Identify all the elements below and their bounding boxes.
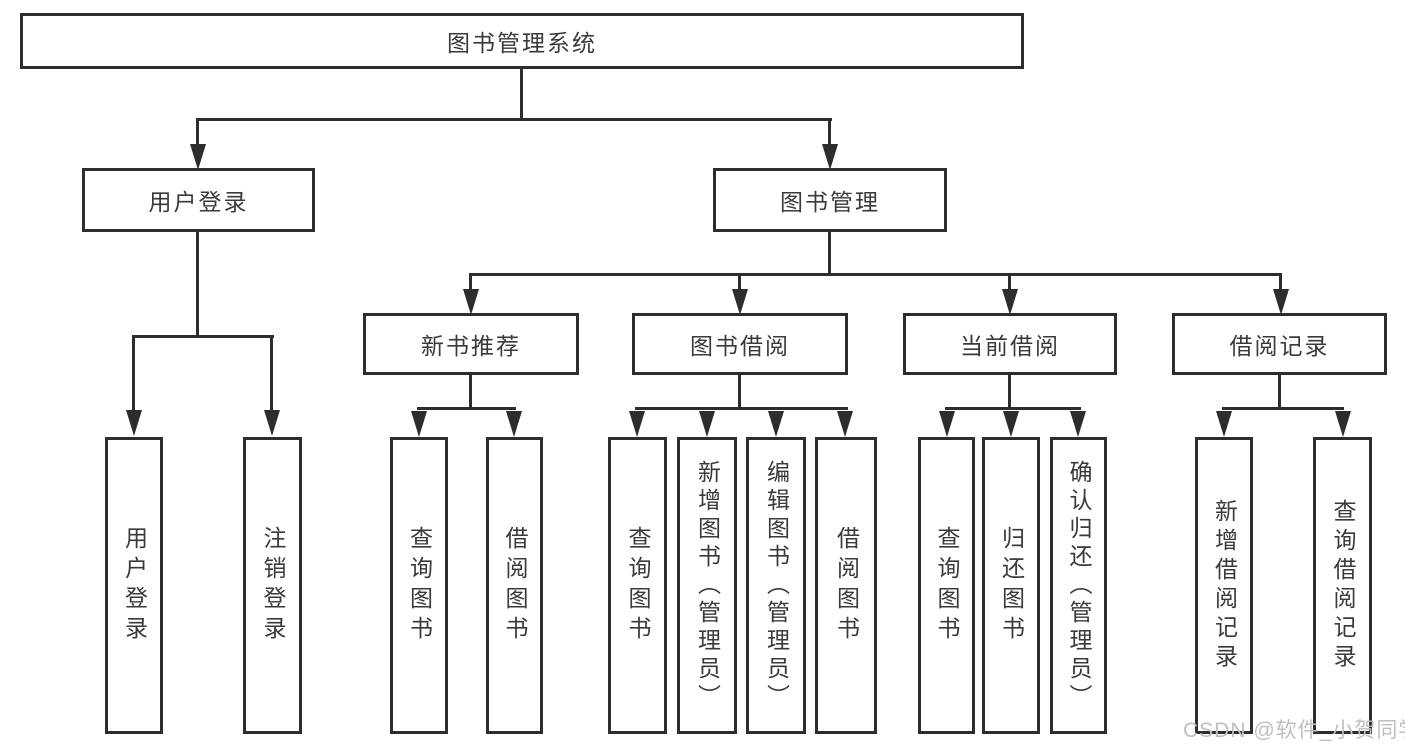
leaf-query-books: 查询图书 [608, 437, 667, 734]
leaf-query-books: 查询图书 [390, 437, 448, 734]
arrowhead-down-icon [822, 144, 838, 170]
connector-book-borrow-bus [635, 407, 848, 410]
arrowhead-down-icon [411, 411, 427, 437]
connector-user-login-stem [196, 232, 199, 335]
connector-drop-leaf [270, 335, 273, 410]
arrowhead-down-icon [629, 411, 645, 437]
leaf-add-borrow-record: 新增借阅记录 [1195, 437, 1253, 734]
arrowhead-down-icon [837, 411, 853, 437]
arrowhead-down-icon [1003, 411, 1019, 437]
node-borrow-record: 借阅记录 [1172, 313, 1387, 375]
arrowhead-down-icon [1273, 289, 1289, 315]
node-root: 图书管理系统 [20, 13, 1024, 69]
connector-user-login-bus [133, 335, 274, 338]
leaf-confirm-return-admin: 确认归还（管理员） [1050, 437, 1107, 734]
csdn-watermark: CSDN @软件_小贺同学 [1183, 719, 1405, 742]
connector-drop-new-book [469, 273, 472, 291]
arrowhead-down-icon [1002, 289, 1018, 315]
arrowhead-down-icon [1216, 411, 1232, 437]
connector-new-book-bus [417, 407, 516, 410]
leaf-return-books: 归还图书 [982, 437, 1040, 734]
leaf-borrow-books: 借阅图书 [815, 437, 877, 734]
arrowhead-down-icon [732, 289, 748, 315]
node-user-login: 用户登录 [82, 168, 315, 232]
leaf-user-login: 用户登录 [105, 437, 163, 734]
arrowhead-down-icon [264, 410, 280, 436]
leaf-edit-books-admin: 编辑图书（管理员） [746, 437, 806, 734]
connector-book-mgmt-stem [828, 232, 831, 273]
node-new-book-rec: 新书推荐 [363, 313, 579, 375]
connector-book-borrow-stem [738, 375, 741, 407]
node-book-borrow: 图书借阅 [632, 313, 848, 375]
leaf-logout: 注销登录 [243, 437, 302, 734]
arrowhead-down-icon [506, 411, 522, 437]
connector-drop-borrow-record [1279, 273, 1282, 291]
connector-root-stem [520, 69, 523, 118]
connector-level1-bus [196, 118, 832, 121]
connector-borrow-record-stem [1278, 375, 1281, 407]
arrowhead-down-icon [463, 289, 479, 315]
arrowhead-down-icon [768, 411, 784, 437]
connector-current-borrow-stem [1008, 375, 1011, 407]
leaf-query-borrow-record: 查询借阅记录 [1313, 437, 1372, 734]
connector-drop-book-borrow [738, 273, 741, 291]
connector-drop-user-login [196, 118, 199, 146]
connector-drop-current-borrow [1008, 273, 1011, 291]
arrowhead-down-icon [939, 411, 955, 437]
connector-level2-bus [469, 273, 1282, 276]
connector-drop-leaf [132, 335, 135, 410]
arrowhead-down-icon [1335, 411, 1351, 437]
connector-drop-book-mgmt [828, 118, 831, 146]
arrowhead-down-icon [190, 144, 206, 170]
leaf-borrow-books: 借阅图书 [486, 437, 543, 734]
leaf-add-books-admin: 新增图书（管理员） [677, 437, 737, 734]
connector-new-book-stem [469, 375, 472, 407]
arrowhead-down-icon [1070, 411, 1086, 437]
connector-borrow-record-bus [1222, 407, 1344, 410]
arrowhead-down-icon [699, 411, 715, 437]
connector-current-borrow-bus [945, 407, 1081, 410]
node-book-mgmt: 图书管理 [713, 168, 947, 232]
arrowhead-down-icon [126, 410, 142, 436]
node-current-borrow: 当前借阅 [903, 313, 1117, 375]
leaf-query-books: 查询图书 [918, 437, 975, 734]
